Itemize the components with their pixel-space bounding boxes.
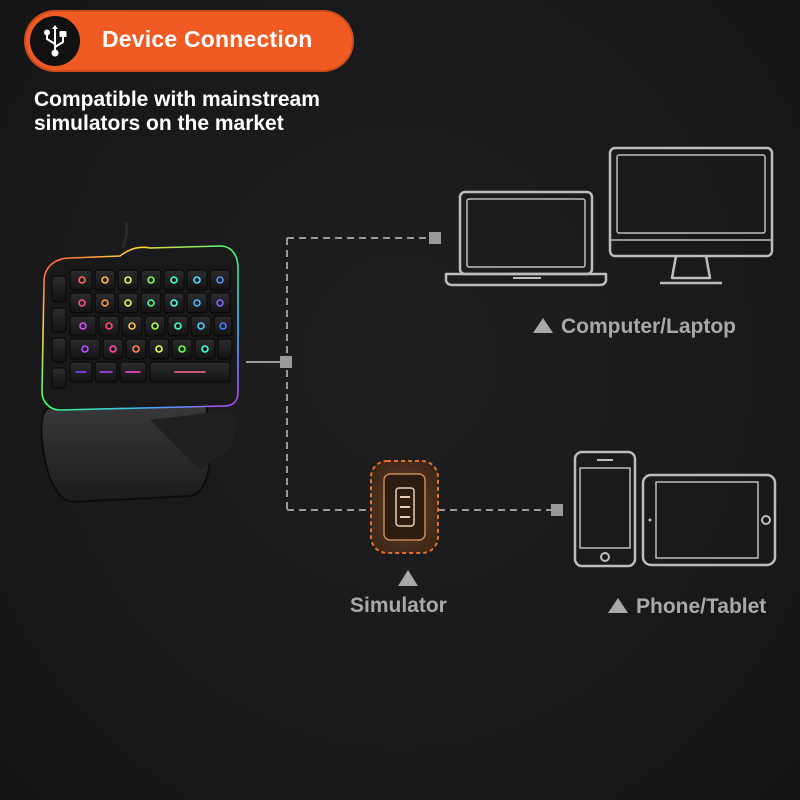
subtitle: Compatible with mainstream simulators on…: [34, 88, 320, 135]
one-handed-keyboard-image: [40, 221, 239, 504]
badge-label: Device Connection: [102, 26, 313, 52]
laptop-icon: [444, 190, 608, 287]
caption-simulator: Simulator: [350, 594, 447, 618]
phone-node: [551, 504, 563, 516]
caption-phone: Phone/Tablet: [608, 595, 766, 619]
caption-computer-label: Computer/Laptop: [561, 315, 736, 338]
smartphone-icon: [573, 450, 637, 568]
desktop-monitor-icon: [608, 146, 774, 285]
caption-phone-label: Phone/Tablet: [636, 595, 767, 618]
connection-lines: [286, 237, 552, 511]
caption-simulator-label: Simulator: [350, 594, 447, 617]
triangle-icon: [608, 598, 628, 613]
tablet-icon: [641, 473, 777, 567]
simulator-icon: [370, 460, 439, 554]
caption-computer: Computer/Laptop: [533, 315, 736, 339]
junction-node: [280, 356, 292, 368]
triangle-icon: [533, 318, 553, 333]
simulator-pointer-icon: [398, 570, 418, 586]
device-connection-badge: Device Connection: [24, 10, 354, 72]
usb-icon: [30, 16, 80, 66]
computer-node: [429, 232, 441, 244]
